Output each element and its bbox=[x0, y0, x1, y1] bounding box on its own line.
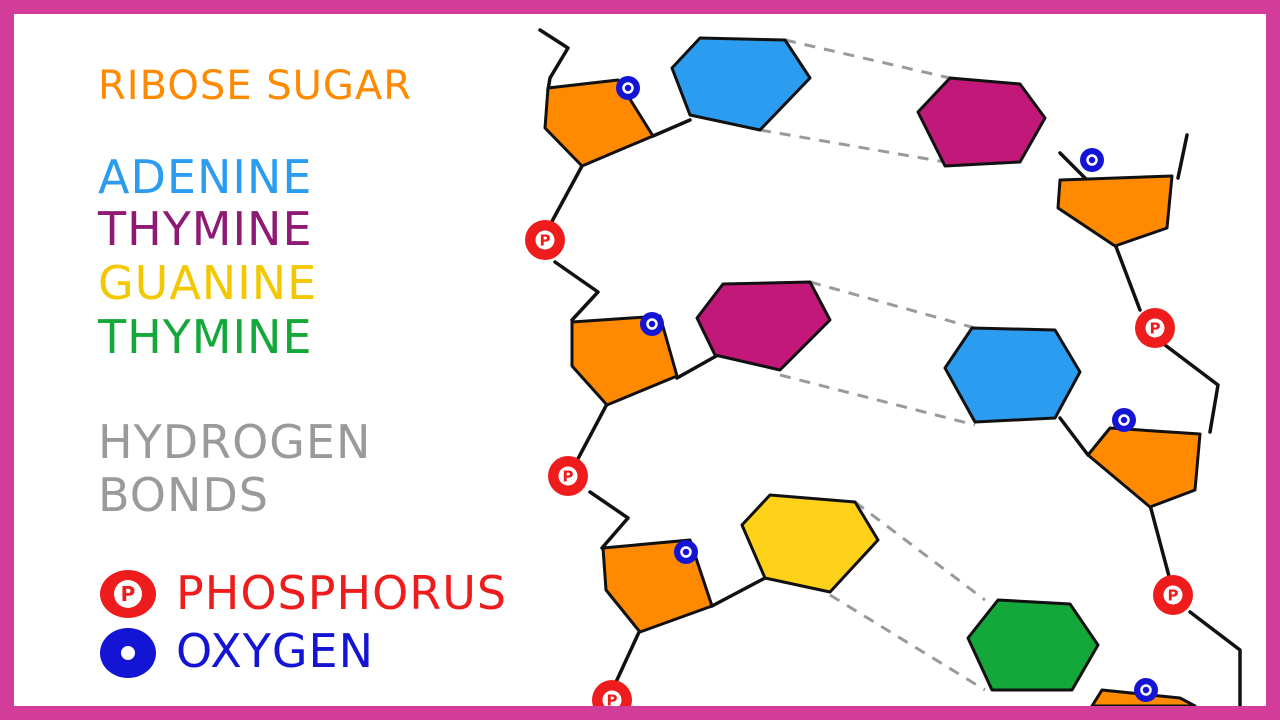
oxygen-icon-1 bbox=[616, 76, 640, 100]
oxygen-ring-4 bbox=[1086, 154, 1098, 166]
backbone-segment-9 bbox=[1163, 343, 1220, 434]
backbone-segment-8 bbox=[1113, 242, 1142, 312]
oxygen-icon-2 bbox=[640, 312, 664, 336]
nitrogenous-bases bbox=[670, 36, 1100, 692]
backbone-segment-11 bbox=[1188, 610, 1242, 706]
oxygen-icon bbox=[100, 628, 156, 678]
oxygen-ring-3 bbox=[680, 546, 692, 558]
hydrogen-bond-5 bbox=[854, 500, 986, 602]
base-guanine-3 bbox=[740, 493, 880, 594]
phosphorus-symbol-2: P bbox=[563, 468, 574, 486]
phosphorus-symbol-5: P bbox=[607, 692, 618, 707]
hydrogen-bond-6 bbox=[829, 593, 986, 692]
oxygen-ring-6 bbox=[1140, 684, 1152, 696]
hydrogen-bonds bbox=[759, 38, 986, 692]
legend-oxygen: OXYGEN bbox=[176, 624, 374, 678]
backbone-segment-3 bbox=[553, 260, 600, 322]
hydrogen-bond-3 bbox=[809, 280, 976, 330]
oxygen-icon-3 bbox=[674, 540, 698, 564]
hydrogen-bond-2 bbox=[759, 128, 946, 164]
backbone-segment-16 bbox=[1058, 416, 1090, 457]
oxygen-atoms bbox=[616, 76, 1158, 702]
phosphorus-inner-1 bbox=[535, 230, 555, 250]
oxygen-ring-5 bbox=[1118, 414, 1130, 426]
legend-thymine-purple: THYMINE bbox=[98, 202, 313, 256]
backbone-segment-14 bbox=[710, 576, 767, 608]
ribose-sugar-4 bbox=[1056, 174, 1174, 248]
legend: RIBOSE SUGAR ADENINE THYMINE GUANINE THY… bbox=[14, 14, 554, 706]
backbone-segment-15 bbox=[1058, 151, 1087, 180]
phosphorus-inner-4 bbox=[1163, 585, 1183, 605]
legend-hydrogen-bonds: HYDROGEN BONDS bbox=[98, 415, 372, 522]
base-adenine-5 bbox=[943, 326, 1082, 424]
backbone-segment-12 bbox=[651, 118, 692, 138]
phosphorus-symbol: P bbox=[114, 580, 142, 608]
hydrogen-bond-1 bbox=[784, 38, 951, 80]
backbone-segment-1 bbox=[538, 28, 570, 92]
base-thymine-purple-4 bbox=[916, 76, 1047, 168]
phosphorus-inner-3 bbox=[1145, 318, 1165, 338]
backbone-segment-5 bbox=[588, 490, 630, 550]
legend-guanine: GUANINE bbox=[98, 256, 318, 310]
phosphorus-symbol-3: P bbox=[1150, 320, 1161, 338]
base-thymine-green-6 bbox=[966, 598, 1100, 692]
legend-ribose-sugar: RIBOSE SUGAR bbox=[98, 63, 413, 109]
phosphorus-symbol-4: P bbox=[1168, 587, 1179, 605]
phosphorus-symbol-1: P bbox=[540, 232, 551, 250]
legend-adenine: ADENINE bbox=[98, 150, 313, 204]
oxygen-icon-4 bbox=[1080, 148, 1104, 172]
ribose-sugars bbox=[543, 78, 1202, 706]
backbone-segment-10 bbox=[1148, 503, 1172, 582]
backbone-segment-7 bbox=[1176, 133, 1189, 180]
hydrogen-bond-4 bbox=[779, 373, 976, 427]
legend-thymine-green: THYMINE bbox=[98, 310, 313, 364]
dna-diagram: P P P P P bbox=[525, 28, 1242, 706]
backbone-segment-13 bbox=[675, 353, 720, 380]
legend-phosphorus: PHOSPHORUS bbox=[176, 566, 508, 620]
ribose-sugar-1 bbox=[543, 78, 655, 168]
base-adenine-1 bbox=[670, 36, 812, 132]
oxygen-icon-5 bbox=[1112, 408, 1136, 432]
phosphorus-icon: P bbox=[100, 570, 156, 618]
oxygen-ring bbox=[116, 641, 140, 665]
phosphorus-inner-5 bbox=[602, 690, 622, 706]
phosphate-groups: P P P P P bbox=[525, 220, 1193, 706]
oxygen-icon-6 bbox=[1134, 678, 1158, 702]
phosphorus-inner-2 bbox=[558, 466, 578, 486]
base-thymine-purple-2 bbox=[695, 280, 832, 372]
oxygen-ring-2 bbox=[646, 318, 658, 330]
ribose-sugar-5 bbox=[1086, 426, 1202, 509]
oxygen-ring-1 bbox=[622, 82, 634, 94]
